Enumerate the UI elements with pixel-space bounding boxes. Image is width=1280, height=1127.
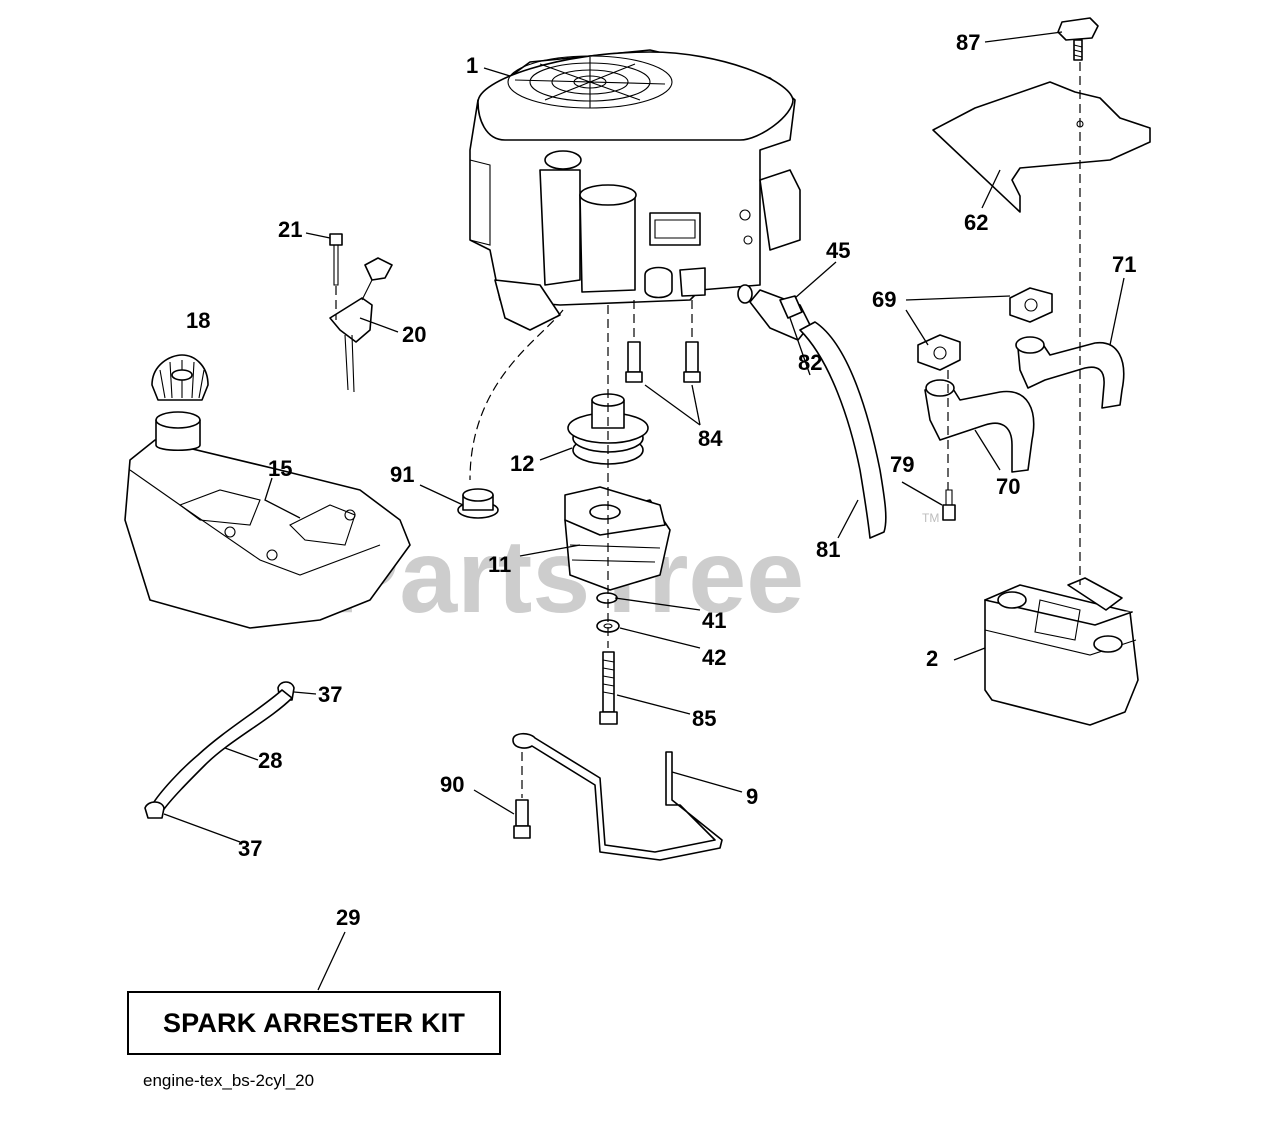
callout-81: 81: [816, 537, 840, 562]
callout-28: 28: [258, 748, 282, 773]
callout-79: 79: [890, 452, 914, 477]
exhaust-gasket-part-69b[interactable]: [1009, 287, 1053, 323]
spark-arrester-kit-label: SPARK ARRESTER KIT: [162, 1007, 466, 1038]
callout-labels: 1 87 62 2 69 71 70 79 82 81 45 84 12 11 …: [186, 30, 1136, 930]
wing-nut-part-87[interactable]: [1057, 17, 1099, 61]
callout-11: 11: [488, 552, 511, 577]
fuel-cap-part-18[interactable]: [151, 354, 209, 401]
bushing-part-91[interactable]: [457, 488, 499, 519]
alignment-lines: [335, 62, 1081, 798]
callout-15: 15: [268, 456, 292, 481]
watermark-trademark: TM: [922, 511, 939, 525]
plug-part-45[interactable]: [779, 295, 803, 319]
callout-71: 71: [1112, 252, 1136, 277]
callout-82: 82: [798, 350, 822, 375]
leader-lines: [163, 31, 1125, 991]
heat-shield-part-62[interactable]: [932, 81, 1151, 213]
callout-37-upper: 37: [318, 682, 342, 707]
callout-20: 20: [402, 322, 426, 347]
screw-part-21[interactable]: [329, 233, 343, 286]
callout-91: 91: [390, 462, 414, 487]
callout-41: 41: [702, 608, 726, 633]
fuel-hose-part-81[interactable]: [799, 321, 887, 539]
diagram-reference-code: engine-tex_bs-2cyl_20: [143, 1071, 315, 1090]
callout-70: 70: [996, 474, 1020, 499]
bolt-part-90[interactable]: [513, 799, 531, 839]
callout-21: 21: [278, 217, 302, 242]
callout-9: 9: [746, 784, 758, 809]
callout-12: 12: [510, 451, 534, 476]
exhaust-pipe-part-70[interactable]: [924, 379, 1035, 473]
spark-arrester-kit-box[interactable]: SPARK ARRESTER KIT: [127, 991, 501, 1055]
muffler-part-2[interactable]: [984, 577, 1139, 726]
callout-69: 69: [872, 287, 896, 312]
pto-clutch-part-11[interactable]: [564, 486, 671, 591]
callout-90: 90: [440, 772, 464, 797]
callout-45: 45: [826, 238, 850, 263]
bracket-part-20[interactable]: [329, 257, 393, 393]
callout-84: 84: [698, 426, 723, 451]
callout-85: 85: [692, 706, 716, 731]
callout-2: 2: [926, 646, 938, 671]
exhaust-pipe-part-71[interactable]: [1015, 336, 1125, 409]
bracket-rod-part-9[interactable]: [512, 732, 723, 861]
engine-part-1[interactable]: [469, 49, 801, 331]
bolt-part-84b[interactable]: [683, 341, 701, 383]
callout-29: 29: [336, 905, 360, 930]
exhaust-gasket-part-69a[interactable]: [917, 334, 961, 371]
fuel-tank-part-15[interactable]: [124, 411, 411, 629]
callout-18: 18: [186, 308, 210, 333]
callout-1: 1: [466, 53, 478, 78]
callout-87: 87: [956, 30, 980, 55]
callout-37-lower: 37: [238, 836, 262, 861]
callout-42: 42: [702, 645, 726, 670]
clamp-part-37b[interactable]: [144, 801, 165, 819]
callout-62: 62: [964, 210, 988, 235]
bolt-part-85[interactable]: [599, 651, 618, 725]
washer-part-41[interactable]: [596, 592, 618, 604]
bolt-part-79[interactable]: [942, 489, 956, 521]
bolt-part-84a[interactable]: [625, 341, 643, 383]
